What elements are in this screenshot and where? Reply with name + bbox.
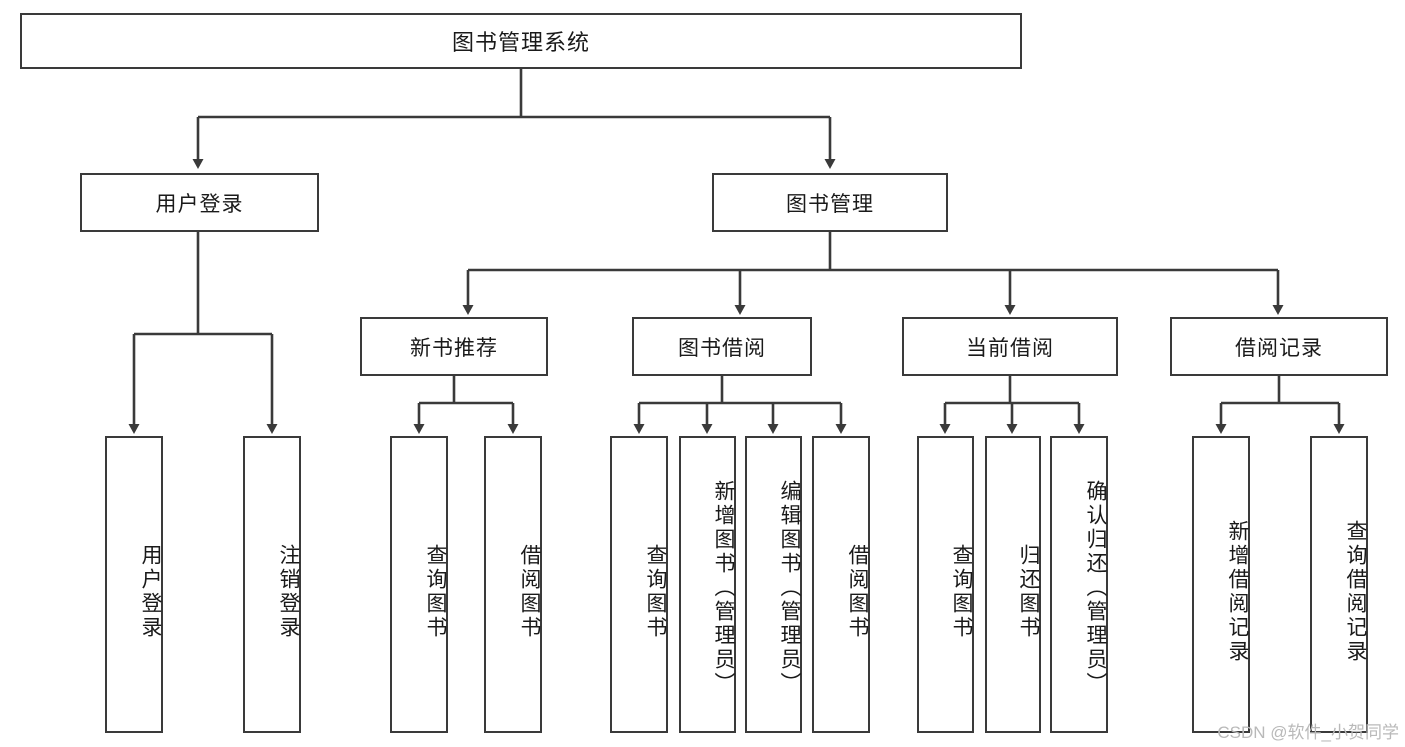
- leaf-query-book-newbook[interactable]: 查询图书: [390, 436, 448, 733]
- leaf-return-book[interactable]: 归还图书: [985, 436, 1041, 733]
- leaf-borrow-book[interactable]: 借阅图书: [812, 436, 870, 733]
- node-label: 新增图书（管理员）: [712, 479, 735, 696]
- node-label: 归还图书: [1017, 543, 1040, 640]
- node-new-book-recommend[interactable]: 新书推荐: [360, 317, 548, 376]
- node-label: 新增借阅记录: [1226, 519, 1249, 664]
- node-user-login[interactable]: 用户登录: [80, 173, 319, 232]
- leaf-query-book-borrow[interactable]: 查询图书: [610, 436, 668, 733]
- leaf-user-login[interactable]: 用户登录: [105, 436, 163, 733]
- node-label: 注销登录: [277, 543, 300, 640]
- node-borrow-record[interactable]: 借阅记录: [1170, 317, 1388, 376]
- node-label: 查询借阅记录: [1344, 519, 1367, 664]
- node-book-borrow[interactable]: 图书借阅: [632, 317, 812, 376]
- node-label: 新书推荐: [410, 336, 498, 360]
- node-label: 图书借阅: [678, 336, 766, 360]
- node-label: 借阅记录: [1235, 336, 1323, 360]
- node-label: 确认归还（管理员）: [1084, 479, 1107, 696]
- node-root-system[interactable]: 图书管理系统: [20, 13, 1022, 69]
- leaf-edit-book-admin[interactable]: 编辑图书（管理员）: [745, 436, 802, 733]
- leaf-confirm-return-admin[interactable]: 确认归还（管理员）: [1050, 436, 1108, 733]
- node-label: 查询图书: [424, 543, 447, 640]
- leaf-add-borrow-record[interactable]: 新增借阅记录: [1192, 436, 1250, 733]
- node-label: 借阅图书: [846, 543, 869, 640]
- node-label: 用户登录: [155, 192, 244, 216]
- leaf-logout[interactable]: 注销登录: [243, 436, 301, 733]
- node-label: 编辑图书（管理员）: [778, 479, 801, 696]
- node-label: 当前借阅: [966, 336, 1054, 360]
- node-label: 图书管理: [786, 192, 874, 216]
- node-label: 借阅图书: [518, 543, 541, 640]
- leaf-add-book-admin[interactable]: 新增图书（管理员）: [679, 436, 736, 733]
- node-label: 图书管理系统: [451, 30, 590, 55]
- node-current-borrow[interactable]: 当前借阅: [902, 317, 1118, 376]
- watermark: CSDN @软件_小贺同学: [1217, 723, 1399, 742]
- node-label: 查询图书: [950, 543, 973, 640]
- leaf-query-borrow-record[interactable]: 查询借阅记录: [1310, 436, 1368, 733]
- node-book-management[interactable]: 图书管理: [712, 173, 948, 232]
- node-label: 用户登录: [139, 543, 162, 640]
- leaf-query-book-current[interactable]: 查询图书: [917, 436, 974, 733]
- leaf-borrow-book-newbook[interactable]: 借阅图书: [484, 436, 542, 733]
- node-label: 查询图书: [644, 543, 667, 640]
